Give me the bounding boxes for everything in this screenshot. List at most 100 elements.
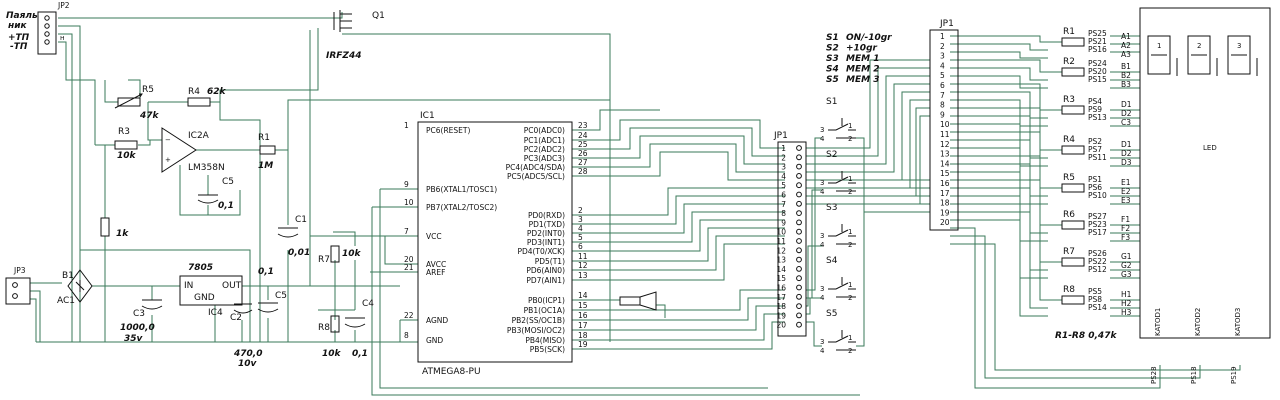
switch-legend-ref: S3 [826, 54, 839, 64]
switch-pin: 1 [848, 122, 852, 130]
bank-out: D2 [1121, 149, 1132, 158]
mcu-pin-num: 8 [404, 331, 409, 340]
mcu-pin-num: 6 [578, 242, 583, 251]
switch-pin: 4 [820, 241, 825, 249]
c2-voltage: 10v [238, 359, 258, 369]
jp1-left-pin [796, 303, 802, 310]
bank-resistor-ref: R4 [1063, 135, 1075, 145]
jp1-right-pin-label: 6 [940, 81, 945, 90]
switch-ref: S3 [826, 203, 837, 213]
bank-resistor [1061, 295, 1085, 305]
reg-gnd: GND [194, 293, 215, 303]
c5b-capacitor: C5 0,1 [257, 267, 287, 313]
mcu-pin-name: PD6(AIN0) [526, 266, 565, 275]
c3-voltage: 35v [124, 334, 144, 344]
mcu-pin-name: PB6(XTAL1/TOSC1) [426, 185, 497, 194]
reg-in: IN [184, 281, 193, 291]
jp1-left-pin-label: 7 [781, 200, 786, 209]
mcu-pin-num: 2 [578, 206, 583, 215]
ic2a-opamp: − + IC2A LM358N [161, 127, 225, 173]
switch-symbol [828, 118, 856, 139]
r1k-value: 1k [116, 229, 129, 239]
mcu-pin-name: PD1(TXD) [529, 220, 565, 229]
kat1-label: KATOD1 [1154, 308, 1162, 336]
bank-net: PS14 [1088, 303, 1107, 312]
jp1-left-pin-label: 9 [781, 218, 786, 227]
jp1-left-pin-label: 8 [781, 209, 786, 218]
mcu-pin-name: PB4(MISO) [525, 336, 565, 345]
kathode-net: PS19 [1230, 366, 1238, 384]
jp1-left-pin [796, 182, 802, 189]
r5-ref: R5 [142, 85, 154, 95]
led-digit [1187, 35, 1211, 75]
jp1-right-pin-label: 12 [940, 140, 950, 149]
bank-out: F1 [1121, 215, 1130, 224]
r3-resistor: R3 10k [114, 127, 138, 161]
jp1-right-pin-label: 17 [940, 189, 950, 198]
kathode-net: PS18 [1190, 366, 1198, 384]
bank-resistor-ref: R5 [1063, 173, 1075, 183]
bank-resistor-ref: R6 [1063, 210, 1075, 220]
mcu-pin-name: PD2(INT0) [527, 229, 565, 238]
mcu-pin-name: PB3(MOSI/OC2) [507, 326, 565, 335]
reg-ref: IC4 [208, 308, 223, 318]
jp1-left-pin [796, 210, 802, 217]
jp1-right-pin-label: 16 [940, 179, 950, 188]
mcu-pin-num: 10 [404, 198, 414, 207]
r1-ref: R1 [258, 133, 270, 143]
bank-out: H3 [1121, 308, 1132, 317]
mcu-pin-num: 27 [578, 158, 588, 167]
r8-resistor: R8 10k [318, 315, 342, 359]
switch-symbol [828, 171, 856, 192]
bank-net: PS7 [1088, 145, 1102, 154]
kat3-label: KATOD3 [1234, 308, 1242, 336]
jp1-right-pin-label: 2 [940, 42, 945, 51]
mcu-pin-num: 16 [578, 311, 588, 320]
mcu-pin-name: PB2(SS/OC1B) [512, 316, 565, 325]
ic1-ref: IC1 [420, 111, 435, 121]
c5a-capacitor: C5 0,1 [197, 177, 234, 211]
mcu-pin-num: 17 [578, 321, 588, 330]
mcu-pin-num: 4 [578, 224, 583, 233]
bank-out: D3 [1121, 158, 1132, 167]
mcu-pin-num: 12 [578, 261, 588, 270]
bank-out: E3 [1121, 196, 1131, 205]
jp1-left-pin [796, 173, 802, 179]
jp1-left-pin [796, 247, 802, 254]
bank-net: PS23 [1088, 220, 1107, 229]
jp1-left-pin-label: 3 [781, 163, 786, 172]
r8-ref: R8 [318, 323, 330, 333]
jp1-right-pin-label: 5 [940, 71, 945, 80]
c2-value: 470,0 [233, 349, 262, 359]
jp1-left-pin [796, 191, 802, 198]
r3-value: 10k [117, 151, 137, 161]
bank-out: E1 [1121, 178, 1131, 187]
jp1-right-pin-label: 15 [940, 169, 950, 178]
mcu-pin-name: PD5(T1) [535, 257, 565, 266]
mcu-pin-num: 21 [404, 263, 414, 272]
led-digit-label: 1 [1157, 42, 1161, 50]
jp1-left-pin [796, 200, 802, 207]
bank-resistor-ref: R1 [1063, 27, 1075, 37]
bank-resistor-ref: R2 [1063, 57, 1075, 67]
mcu-pin-name: PB5(SCK) [530, 345, 565, 354]
mcu-pin-name: AGND [426, 316, 448, 325]
bank-net: PS5 [1088, 287, 1102, 296]
mcu-pin-num: 28 [578, 167, 588, 176]
svg-text:+: + [165, 156, 171, 164]
mcu-pin-name: PB0(ICP1) [528, 296, 565, 305]
bank-net: PS17 [1088, 228, 1107, 237]
switch-pin: 3 [820, 338, 824, 346]
r3-ref: R3 [118, 127, 130, 137]
jp1-left-pin-label: 1 [781, 144, 786, 153]
jp1-left-pin-label: 20 [776, 321, 786, 330]
jp1-left-pin [796, 163, 802, 170]
switch-pin: 4 [820, 294, 825, 302]
bank-out: D2 [1121, 109, 1132, 118]
mcu-pin-name: PC6(RESET) [426, 126, 470, 135]
mcu-pin-name: PC5(ADC5/SCL) [507, 172, 565, 181]
r1-resistor: R1 1M [258, 133, 276, 171]
